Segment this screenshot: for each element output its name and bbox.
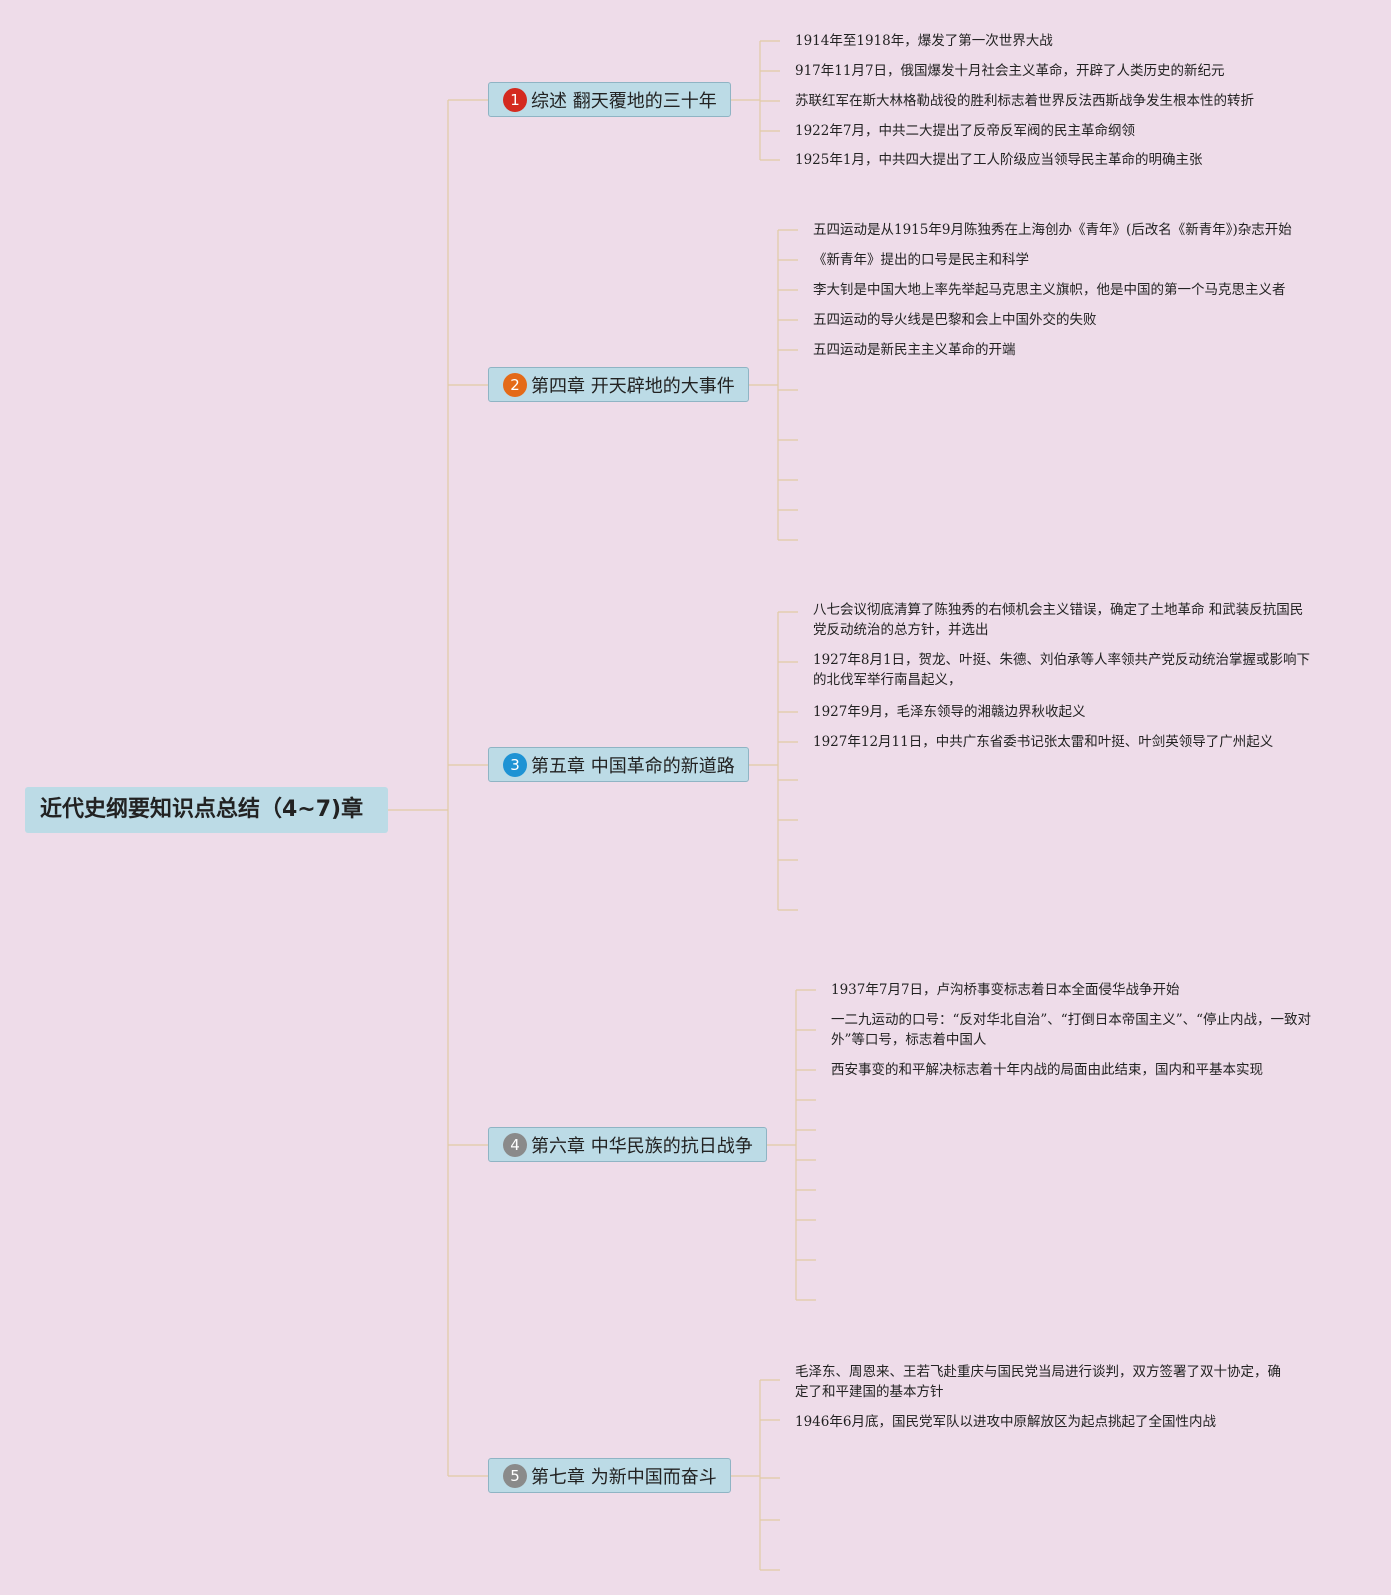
leaf-item[interactable]: 1927年9月，毛泽东领导的湘赣边界秋收起义	[813, 704, 1086, 720]
leaf-item[interactable]: 1922年7月，中共二大提出了反帝反军阀的民主革命纲领	[795, 123, 1135, 139]
leaf-item[interactable]: 毛泽东、周恩来、王若飞赴重庆与国民党当局进行谈判，双方签署了双十协定，确定了和平…	[795, 1364, 1281, 1400]
leaf-item[interactable]: 1937年7月7日，卢沟桥事变标志着日本全面侵华战争开始	[831, 982, 1180, 998]
topic-chapter-6[interactable]: 4 第六章 中华民族的抗日战争	[488, 1127, 767, 1162]
leaf-item[interactable]: 一二九运动的口号：“反对华北自治”、“打倒日本帝国主义”、“停止内战，一致对外”…	[831, 1012, 1312, 1048]
leaf-item[interactable]: 《新青年》提出的口号是民主和科学	[813, 252, 1029, 268]
topic-overview[interactable]: 1 综述 翻天覆地的三十年	[488, 82, 731, 117]
topic-label: 第六章 中华民族的抗日战争	[531, 1135, 753, 1157]
leaf-item[interactable]: 1914年至1918年，爆发了第一次世界大战	[795, 33, 1053, 49]
topic-label: 第五章 中国革命的新道路	[531, 755, 735, 777]
leaf-item[interactable]: 917年11月7日，俄国爆发十月社会主义革命，开辟了人类历史的新纪元	[795, 63, 1225, 79]
number-5-icon: 5	[503, 1463, 527, 1488]
leaf-item[interactable]: 1927年8月1日，贺龙、叶挺、朱德、刘伯承等人率领共产党反动统治掌握或影响下的…	[813, 652, 1311, 688]
topic-label: 综述 翻天覆地的三十年	[531, 90, 717, 112]
topic-chapter-7[interactable]: 5 第七章 为新中国而奋斗	[488, 1458, 731, 1493]
leaf-item[interactable]: 五四运动的导火线是巴黎和会上中国外交的失败	[813, 312, 1097, 328]
topic-label: 第四章 开天辟地的大事件	[531, 375, 735, 397]
topic-chapter-5[interactable]: 3 第五章 中国革命的新道路	[488, 747, 749, 782]
leaf-item[interactable]: 五四运动是从1915年9月陈独秀在上海创办《青年》(后改名《新青年》)杂志开始	[813, 222, 1292, 238]
leaf-item[interactable]: 五四运动是新民主主义革命的开端	[813, 342, 1016, 358]
topic-label: 第七章 为新中国而奋斗	[531, 1466, 717, 1488]
number-2-icon: 2	[503, 372, 527, 397]
number-3-icon: 3	[503, 752, 527, 777]
number-1-icon: 1	[503, 87, 527, 112]
leaf-item[interactable]: 八七会议彻底清算了陈独秀的右倾机会主义错误，确定了土地革命 和武装反抗国民党反动…	[813, 602, 1304, 638]
leaf-item[interactable]: 李大钊是中国大地上率先举起马克思主义旗帜，他是中国的第一个马克思主义者	[813, 282, 1286, 298]
leaf-item[interactable]: 苏联红军在斯大林格勒战役的胜利标志着世界反法西斯战争发生根本性的转折	[795, 93, 1254, 109]
topic-chapter-4[interactable]: 2 第四章 开天辟地的大事件	[488, 367, 749, 402]
leaf-item[interactable]: 1946年6月底，国民党军队以进攻中原解放区为起点挑起了全国性内战	[795, 1414, 1216, 1430]
number-4-icon: 4	[503, 1132, 527, 1157]
leaf-item[interactable]: 西安事变的和平解决标志着十年内战的局面由此结束，国内和平基本实现	[831, 1062, 1263, 1078]
leaf-item[interactable]: 1927年12月11日，中共广东省委书记张太雷和叶挺、叶剑英领导了广州起义	[813, 734, 1274, 750]
leaf-item[interactable]: 1925年1月，中共四大提出了工人阶级应当领导民主革命的明确主张	[795, 152, 1203, 168]
root-topic[interactable]: 近代史纲要知识点总结（4~7)章	[25, 787, 388, 833]
